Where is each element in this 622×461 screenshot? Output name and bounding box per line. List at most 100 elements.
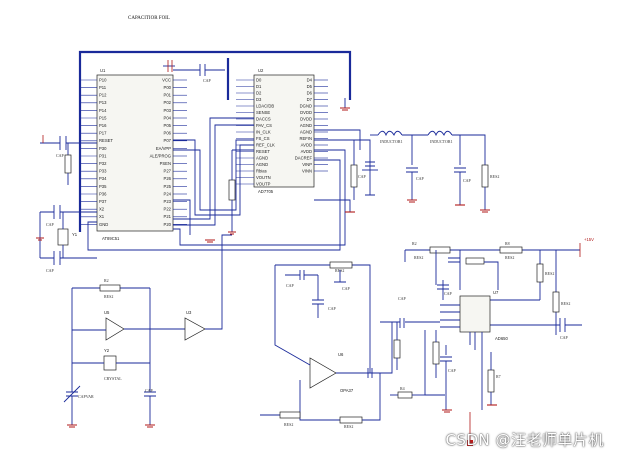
res-u2-label: RES2: [490, 174, 499, 179]
u1-pins: P10P11P12P13P14P15P16P17RESETP30P31P32P3…: [80, 77, 187, 227]
schematic-title: CAPACITIOR FOIL: [128, 16, 170, 21]
res-u6-out-label: RES2: [344, 424, 353, 429]
u1pins-label: P02: [164, 100, 172, 105]
res-rail-2-label: RES2: [505, 255, 514, 260]
u7-vfc: U7 AD650 CAP CAP R7 CAP: [380, 280, 508, 446]
u1pins-label: P16: [99, 123, 107, 128]
u2pins-label: AVDD: [301, 142, 312, 147]
u1pins-label: P31: [99, 153, 107, 158]
u2pins-label: SENSE: [256, 110, 270, 115]
u1pins-label: P20: [164, 222, 172, 227]
cap-left-3-label: CAP: [46, 268, 55, 273]
u2-input-filter: CAP INDUCTOR1 INDUCTOR1 CAP CAP RES2: [314, 98, 499, 213]
cap-u2-1-label: CAP: [358, 174, 367, 179]
u2pins-label: DVDD: [300, 110, 312, 115]
cap-osc-label: CAP: [145, 388, 154, 393]
u2pins-label: D4: [307, 77, 313, 82]
cap-top-1: CAP: [163, 60, 225, 83]
u2pins-label: AGND: [256, 162, 268, 167]
u1pins-label: PSEN: [160, 161, 171, 166]
u2pins-label: VOUTN: [256, 175, 271, 180]
capvar-label: CAPVAR: [78, 394, 94, 399]
u1pins-label: ALE/PROG: [150, 153, 171, 158]
u2pins-label: AVDD: [301, 149, 312, 154]
u1pins-label: P34: [99, 176, 107, 181]
u1pins-label: X1: [99, 214, 105, 219]
u2pins-label: LDAC/DB: [256, 103, 274, 108]
output-connector: [467, 440, 473, 446]
res-osc-label: RES2: [104, 294, 113, 299]
u1pins-label: P03: [164, 108, 172, 113]
oscillator: R2 RES2 U5 U3 Y2 CRYSTAL CAPVAR CAP: [63, 234, 232, 428]
u2pins-label: DACREF: [295, 155, 313, 160]
u2pins-label: D3: [256, 97, 262, 102]
cap-u7-1-label: CAP: [444, 291, 453, 296]
res-right-2-label: RES2: [561, 301, 570, 306]
u1pins-label: P24: [164, 191, 172, 196]
u1pins-label: P01: [164, 93, 172, 98]
u1pins-label: P04: [164, 115, 172, 120]
u2pins-label: VINP: [302, 162, 312, 167]
u1pins-label: P07: [164, 138, 172, 143]
u1pins-label: EA/VPP: [156, 146, 171, 151]
u2pins-label: REFIN: [299, 136, 312, 141]
u2pins-label: FS_CS: [256, 136, 270, 141]
u2pins-label: D0: [256, 77, 262, 82]
u2pins-label: AGND: [300, 129, 312, 134]
power-label: +15V: [584, 237, 594, 242]
u1pins-label: P15: [99, 115, 107, 120]
cap-u2-2-label: CAP: [416, 176, 425, 181]
u2pins-label: D1: [256, 84, 262, 89]
u2-part: AD7705: [258, 189, 274, 194]
u1pins-label: P10: [99, 77, 107, 82]
cap-left-1-label: CAP: [56, 153, 65, 158]
u2pins-label: AGND: [300, 123, 312, 128]
c-u7-in: CAP: [398, 296, 407, 301]
cap-u2-3-label: CAP: [463, 178, 472, 183]
cap-u7-2-label: CAP: [448, 368, 457, 373]
u1pins-label: GND: [99, 222, 108, 227]
u1pins-label: P22: [164, 207, 172, 212]
u2pins-label: AGND: [256, 155, 268, 160]
u1pins-label: P23: [164, 199, 172, 204]
u1pins-label: P13: [99, 100, 107, 105]
u2-ref: U2: [258, 68, 264, 73]
u1pins-label: X2: [99, 207, 105, 212]
u1pins-label: P14: [99, 108, 107, 113]
u1pins-label: P25: [164, 184, 172, 189]
u2-adc: U2 AD7705 D0D1D2D3LDAC/DBSENSEDACCSPAV_C…: [236, 68, 328, 194]
u1pins-label: P32: [99, 161, 107, 166]
u1pins-label: P36: [99, 191, 107, 196]
r-u7: R7: [496, 374, 501, 379]
u1pins-label: P21: [164, 214, 172, 219]
u1-ref: U1: [100, 68, 106, 73]
u1pins-label: P05: [164, 123, 172, 128]
u1pins-label: P17: [99, 131, 107, 136]
u2pins-label: DACCS: [256, 116, 271, 121]
r-osc: R2: [104, 278, 109, 283]
r-rail-1: R2: [412, 241, 417, 246]
cap-u6-3-label: CAP: [342, 286, 351, 291]
u1-u2-connections: [87, 117, 346, 251]
u1pins-label: RESET: [99, 138, 113, 143]
u2pins-label: DVDD: [300, 116, 312, 121]
u2pins-label: VOUTP: [256, 181, 271, 186]
u1-microcontroller: U1 AT89C51 P10P11P12P13P14P15P16P17RESET…: [80, 68, 187, 241]
crystal-label: CRYSTAL: [104, 376, 122, 381]
u2pins-label: VINN: [302, 168, 312, 173]
u1pins-label: P00: [164, 85, 172, 90]
u6-amplifier: U6 OPA37 RES2 CAP CAP CAP RES2 RES2 R4: [260, 261, 425, 429]
u2pins-label: D5: [307, 84, 313, 89]
cap-top-1-label: CAP: [203, 78, 212, 83]
res-u6-in-label: RES2: [284, 422, 293, 427]
u1pins-label: P06: [164, 131, 172, 136]
res-right-1-label: RES2: [545, 271, 554, 276]
u1-part: AT89C51: [102, 236, 120, 241]
cap-right-label: CAP: [560, 335, 569, 340]
u2pins-label: Rbias: [256, 168, 267, 173]
u3-ref: U3: [186, 310, 192, 315]
u2pins-label: D7: [307, 97, 313, 102]
u7-ref: U7: [493, 290, 499, 295]
cap-u6-2-label: CAP: [328, 306, 337, 311]
u2pins-label: DGND: [300, 103, 312, 108]
